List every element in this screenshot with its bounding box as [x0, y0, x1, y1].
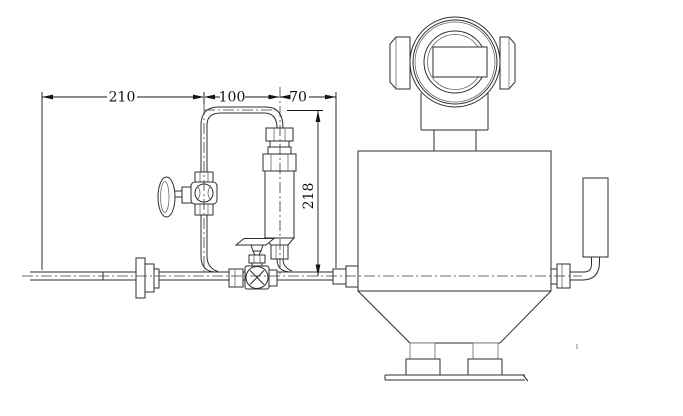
branch-pipe	[200, 106, 284, 273]
cylinder-body	[264, 170, 295, 239]
flow-meter	[332, 16, 609, 382]
transmitter-neck	[420, 93, 489, 151]
sampling-cylinder	[262, 127, 297, 260]
inlet-fitting	[332, 265, 359, 288]
meter-support	[357, 290, 578, 382]
dim-label-70: 70	[289, 90, 307, 106]
meter-foot-right-lower	[467, 358, 503, 376]
hex-cap	[262, 153, 297, 172]
meter-foot-left-lower	[405, 358, 441, 376]
gauge-valve	[157, 171, 218, 218]
pipe-centerlines	[22, 87, 582, 277]
base-plate	[384, 374, 529, 382]
cylinder-drop-pipe	[276, 258, 293, 273]
meter-foot-right-upper	[472, 342, 499, 360]
meter-foot-left-upper	[409, 342, 436, 360]
transmitter-head	[389, 16, 516, 108]
cable-gland-boss-right	[499, 36, 516, 90]
transmitter-display	[432, 46, 488, 78]
riser-tank	[582, 177, 609, 258]
inlet-flange	[135, 257, 160, 299]
needle-valve	[234, 238, 276, 269]
needle-valve-handle	[234, 238, 276, 246]
dimensions: 210 100 70 218	[41, 90, 337, 276]
outlet-elbow	[581, 257, 600, 281]
cross-fitting	[228, 265, 278, 290]
dim-label-210: 210	[109, 90, 136, 106]
dim-label-218: 218	[301, 183, 317, 210]
meter-body	[357, 150, 552, 292]
cable-gland-boss-left	[389, 36, 411, 90]
dim-label-100: 100	[219, 90, 246, 106]
compression-nut-top	[265, 127, 294, 142]
compression-nut-bottom	[270, 244, 289, 260]
